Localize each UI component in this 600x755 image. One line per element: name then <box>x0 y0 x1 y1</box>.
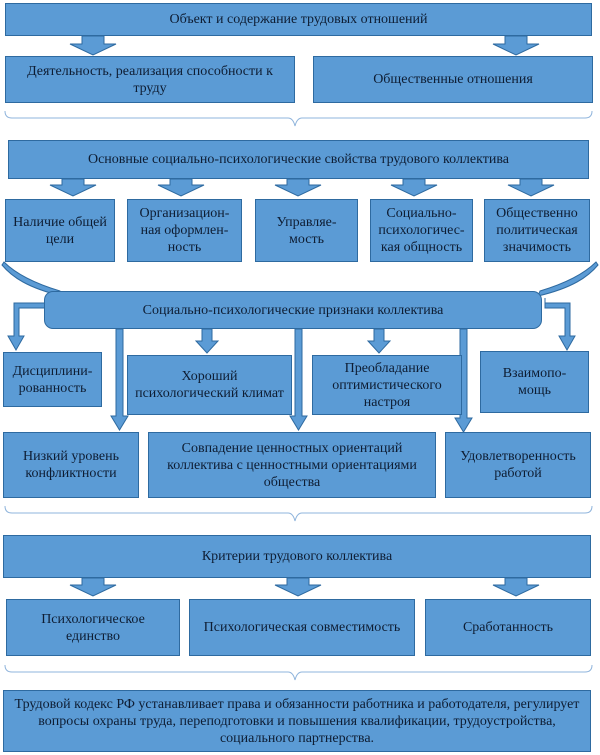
l3-title: Социально-психологические признаки колле… <box>142 302 444 318</box>
arrow-l3-climate <box>194 328 220 354</box>
l3-upper-4-box: Взаимопо-мощь <box>480 351 589 413</box>
swoosh-right <box>537 261 599 297</box>
arrow-l3-values <box>289 328 308 431</box>
l2-item-4: Социально-психологичес-кая общность <box>378 206 465 255</box>
l2-title-box: Основные социально-психологические свойс… <box>8 140 589 179</box>
l4-item-2: Психологическая совместимость <box>203 620 401 635</box>
l1-right-box: Общественные отношения <box>313 56 593 103</box>
arrow-l3-optimism <box>366 328 392 354</box>
arrow-l3-satisfaction <box>454 328 473 433</box>
arrow-l3-elbow-right <box>544 298 576 352</box>
arrow-l2-1 <box>49 178 97 197</box>
l2-item-2-box: Организацион-ная оформлен-ность <box>127 199 242 262</box>
brace-2 <box>4 505 593 522</box>
l3-lower-2-box: Совпадение ценностных ориентаций коллект… <box>148 432 436 498</box>
l3-upper-3: Преобладание оптимистического настроя <box>332 360 442 410</box>
arrow-l3-elbow-left <box>7 298 49 352</box>
l3-lower-2: Совпадение ценностных ориентаций коллект… <box>167 440 417 490</box>
arrow-l2-5 <box>507 178 555 197</box>
l3-lower-1: Низкий уровень конфликтности <box>22 449 120 481</box>
l3-lower-3-box: Удовлетворенность работой <box>445 432 591 498</box>
arrow-l3-conflict <box>110 328 129 431</box>
arrow-l4-2 <box>274 577 322 597</box>
l3-title-box: Социально-психологические признаки колле… <box>44 291 542 329</box>
brace-3 <box>4 664 593 681</box>
arrow-l2-3 <box>274 178 322 197</box>
l3-upper-3-box: Преобладание оптимистического настроя <box>312 355 462 415</box>
l3-lower-3: Удовлетворенность работой <box>460 449 576 481</box>
l2-item-5-box: Общественно политическая значимость <box>484 199 590 262</box>
l2-item-3-box: Управляе-мость <box>255 199 358 262</box>
arrow-l2-4 <box>390 178 438 197</box>
l3-upper-4: Взаимопо-мощь <box>502 366 567 398</box>
arrow-l4-1 <box>69 577 117 597</box>
l1-left-text: Деятельность, реализация способности к т… <box>27 63 273 96</box>
l2-title: Основные социально-психологические свойс… <box>87 152 510 167</box>
footer-box: Трудовой кодекс РФ устанавливает права и… <box>3 690 591 752</box>
arrow-l2-2 <box>157 178 205 197</box>
l3-upper-1: Дисциплини-рованность <box>12 363 93 396</box>
l2-item-4-box: Социально-психологичес-кая общность <box>370 199 473 262</box>
l2-item-5: Общественно политическая значимость <box>496 206 578 255</box>
l3-upper-1-box: Дисциплини-рованность <box>3 352 102 407</box>
footer-text: Трудовой кодекс РФ устанавливает права и… <box>14 696 580 746</box>
l4-title: Критерии трудового коллектива <box>201 549 393 564</box>
l4-item-1: Психологическое единство <box>41 611 145 644</box>
l4-item-2-box: Психологическая совместимость <box>189 599 415 656</box>
l1-right-text: Общественные отношения <box>373 72 533 87</box>
l2-item-1: Наличие общей цели <box>13 214 107 247</box>
l4-item-3: Сработанность <box>462 620 554 635</box>
arrow-l4-3 <box>492 577 540 597</box>
l4-item-1-box: Психологическое единство <box>6 599 180 656</box>
l2-item-2: Организацион-ная оформлен-ность <box>139 206 230 255</box>
l3-upper-2-box: Хороший психологический климат <box>127 355 292 415</box>
l2-item-1-box: Наличие общей цели <box>5 199 115 262</box>
l4-item-3-box: Сработанность <box>425 599 591 656</box>
l1-left-box: Деятельность, реализация способности к т… <box>5 56 295 103</box>
l4-title-box: Критерии трудового коллектива <box>3 535 591 578</box>
arrow-l1-right <box>492 35 540 56</box>
arrow-l1-left <box>69 35 117 56</box>
l2-item-3: Управляе-мость <box>276 214 337 247</box>
l3-lower-1-box: Низкий уровень конфликтности <box>3 432 139 498</box>
l1-title: Объект и содержание трудовых отношений <box>169 12 428 27</box>
l3-upper-2: Хороший психологический климат <box>135 369 284 401</box>
brace-1 <box>4 110 593 127</box>
l1-title-box: Объект и содержание трудовых отношений <box>5 3 592 36</box>
